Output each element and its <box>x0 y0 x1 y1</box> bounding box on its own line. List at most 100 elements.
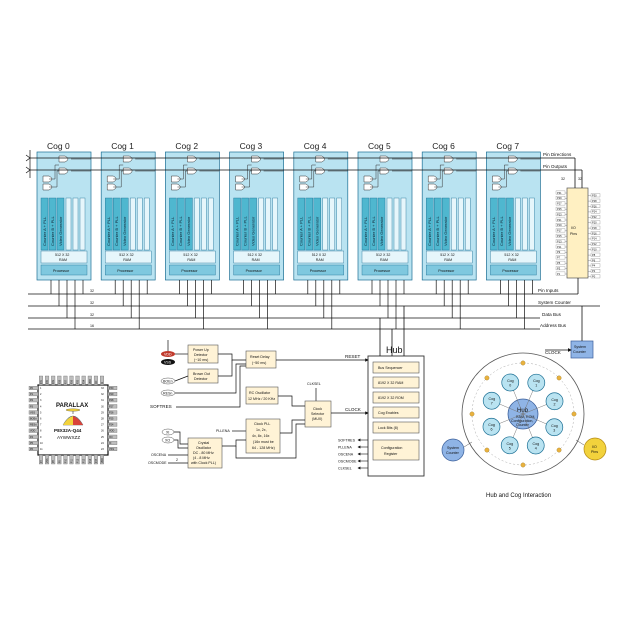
io-bus-width-left: 32 <box>561 177 565 181</box>
cog-column <box>120 197 129 251</box>
io-pin-tag <box>590 274 601 279</box>
chip-pin-number: 11 <box>40 448 43 451</box>
cog-register <box>451 197 457 251</box>
chip-pin-name: BOEn <box>30 418 37 421</box>
round-cog-label: Cog <box>533 379 540 383</box>
cog-column-label: Counter A + PLL <box>491 216 496 246</box>
or-gate-icon <box>58 155 69 163</box>
io-pin-label: P2 <box>592 269 596 273</box>
ring-marker <box>556 447 562 453</box>
cog-wire <box>305 170 316 188</box>
io-pin-tag <box>555 217 566 222</box>
chip-pin-name: XO <box>96 380 98 384</box>
cog-ram-label: 512 X 32 <box>183 253 197 257</box>
cog-processor-label: Processor <box>181 269 198 273</box>
io-pin-label: P27 <box>557 202 562 206</box>
and-gate-icon <box>427 183 438 191</box>
crystal-text-3: DC - 80 MHz <box>193 451 214 455</box>
or-gate-icon <box>58 167 69 175</box>
chip-pin-right <box>107 416 118 421</box>
io-pin-tag <box>555 244 566 249</box>
cog-ram-label: RAM <box>123 258 131 262</box>
chip-pin-number: 23 <box>101 448 104 451</box>
round-system-counter <box>441 438 465 462</box>
chip-pin-name: P10 <box>65 458 67 463</box>
chip-pin-number: 33 <box>101 387 104 390</box>
chip-pin-number: 3 <box>40 399 42 402</box>
hub-output-label: CLKSEL <box>338 467 352 471</box>
clock-selector-text-2: Selector <box>311 412 325 416</box>
or-gate-icon <box>379 167 390 175</box>
chip-pin-name: P28 <box>59 379 61 384</box>
cog-column-label: Counter A + PLL <box>170 216 175 246</box>
configuration-register-box <box>372 439 420 461</box>
cog-register <box>79 197 86 251</box>
cog-column <box>40 197 49 251</box>
io-pin-tag <box>590 198 601 203</box>
cog-processor-label: Processor <box>438 269 455 273</box>
vdd-pin <box>161 351 175 357</box>
hub-title: Hub <box>386 345 403 355</box>
cog-column <box>112 197 121 251</box>
xo-line <box>174 439 188 449</box>
chip-pin-top <box>69 375 74 386</box>
cog-wire <box>370 164 380 180</box>
cog-column-label: Video Generator <box>315 216 320 246</box>
io-pin-label: P3 <box>557 266 561 270</box>
cog-wire <box>177 170 188 188</box>
io-pin-label: P15 <box>557 234 562 238</box>
io-pin-tag <box>590 247 601 252</box>
chip-pin-name: VDD <box>90 379 92 384</box>
cog-register <box>258 197 264 251</box>
cog-processor <box>233 264 280 276</box>
cog-ram <box>40 250 88 264</box>
softres-to-reset <box>176 365 246 408</box>
cog-column-label: Counter B + PLL <box>50 216 55 246</box>
io-pin-tag <box>555 266 566 271</box>
chip-pin-name: P27 <box>65 379 67 384</box>
cog-processor <box>169 264 216 276</box>
cog-column-label: Video Generator <box>250 216 255 246</box>
cog-column <box>185 197 193 251</box>
io-pin-tag <box>555 196 566 200</box>
cog-processor <box>104 264 152 276</box>
cog-column <box>313 197 321 251</box>
io-pin-label: P24 <box>592 210 597 214</box>
chip-pin-right <box>107 386 118 390</box>
io-pin-tag <box>590 225 601 230</box>
and-gate-icon <box>42 183 53 191</box>
configuration-register-text-2: Register <box>384 452 398 456</box>
chip-pin-number: 4 <box>40 405 42 408</box>
and-gate-icon <box>106 175 117 183</box>
io-pin-tag <box>590 236 601 241</box>
brown-out-text-1: Brown Out <box>193 372 210 376</box>
resn-label: RESn <box>163 392 172 396</box>
chip-pin-name: VSS <box>47 458 49 463</box>
chip-pin-bottom <box>63 454 68 465</box>
cog-column-label: Counter A + PLL <box>234 216 239 246</box>
chip-pin-number: 27 <box>101 424 104 427</box>
chip-pin-right <box>107 440 118 445</box>
cog-register <box>458 197 464 251</box>
chip-pin-name: XI <box>109 442 112 445</box>
rc-osc-text-1: RC Oscillator <box>249 391 271 395</box>
chip-pin-left <box>28 447 39 451</box>
crystal-text-5: with Clock PLL) <box>191 461 216 465</box>
chip-pin-bottom <box>87 454 92 465</box>
io-pin-label: P1 <box>557 272 561 276</box>
xi-line <box>174 431 188 445</box>
chip-pin-name: XI <box>102 381 104 384</box>
chip-pin-name: VDD <box>102 458 104 463</box>
rc-osc-text-2: 12 MHz / 20 KHz <box>248 397 275 401</box>
chip-pin-name: P9 <box>59 459 61 463</box>
io-pin-tag <box>555 233 566 238</box>
cog-register <box>400 197 407 251</box>
cog-title: Cog 6 <box>432 141 455 151</box>
cog-column-label: Video Generator <box>186 216 191 246</box>
resn-to-reset <box>175 363 246 394</box>
cog-processor-label: Processor <box>374 269 391 273</box>
chip-pin-right <box>107 434 118 439</box>
